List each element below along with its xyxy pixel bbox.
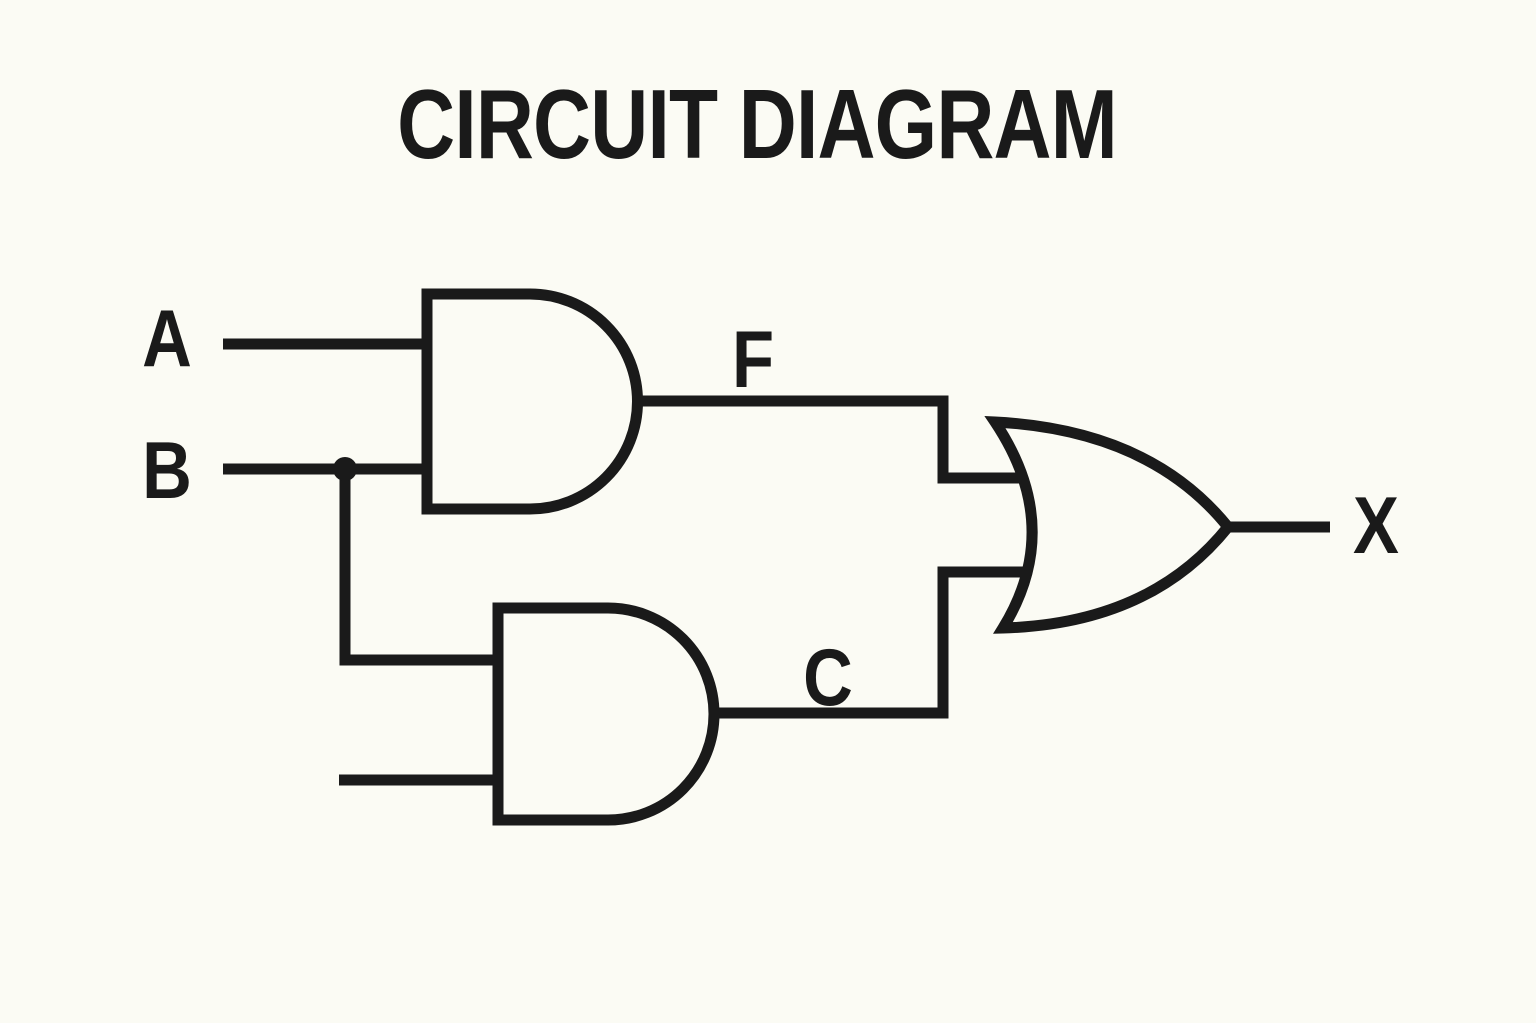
page-title: CIRCUIT DIAGRAM — [397, 69, 1117, 178]
label-input-a: A — [142, 293, 192, 384]
label-output-x: X — [1353, 480, 1399, 571]
or-gate-icon — [984, 415, 1236, 634]
wire-b-branch — [339, 469, 503, 666]
and-gate-top-icon — [421, 288, 643, 515]
junction-dot — [333, 457, 357, 481]
wire-signal-c — [708, 566, 1034, 719]
label-input-b: B — [142, 425, 192, 516]
label-signal-c: C — [803, 632, 853, 723]
wire-signal-f — [630, 395, 1030, 484]
and-gate-bottom-icon — [492, 602, 720, 826]
label-signal-f: F — [732, 314, 774, 405]
